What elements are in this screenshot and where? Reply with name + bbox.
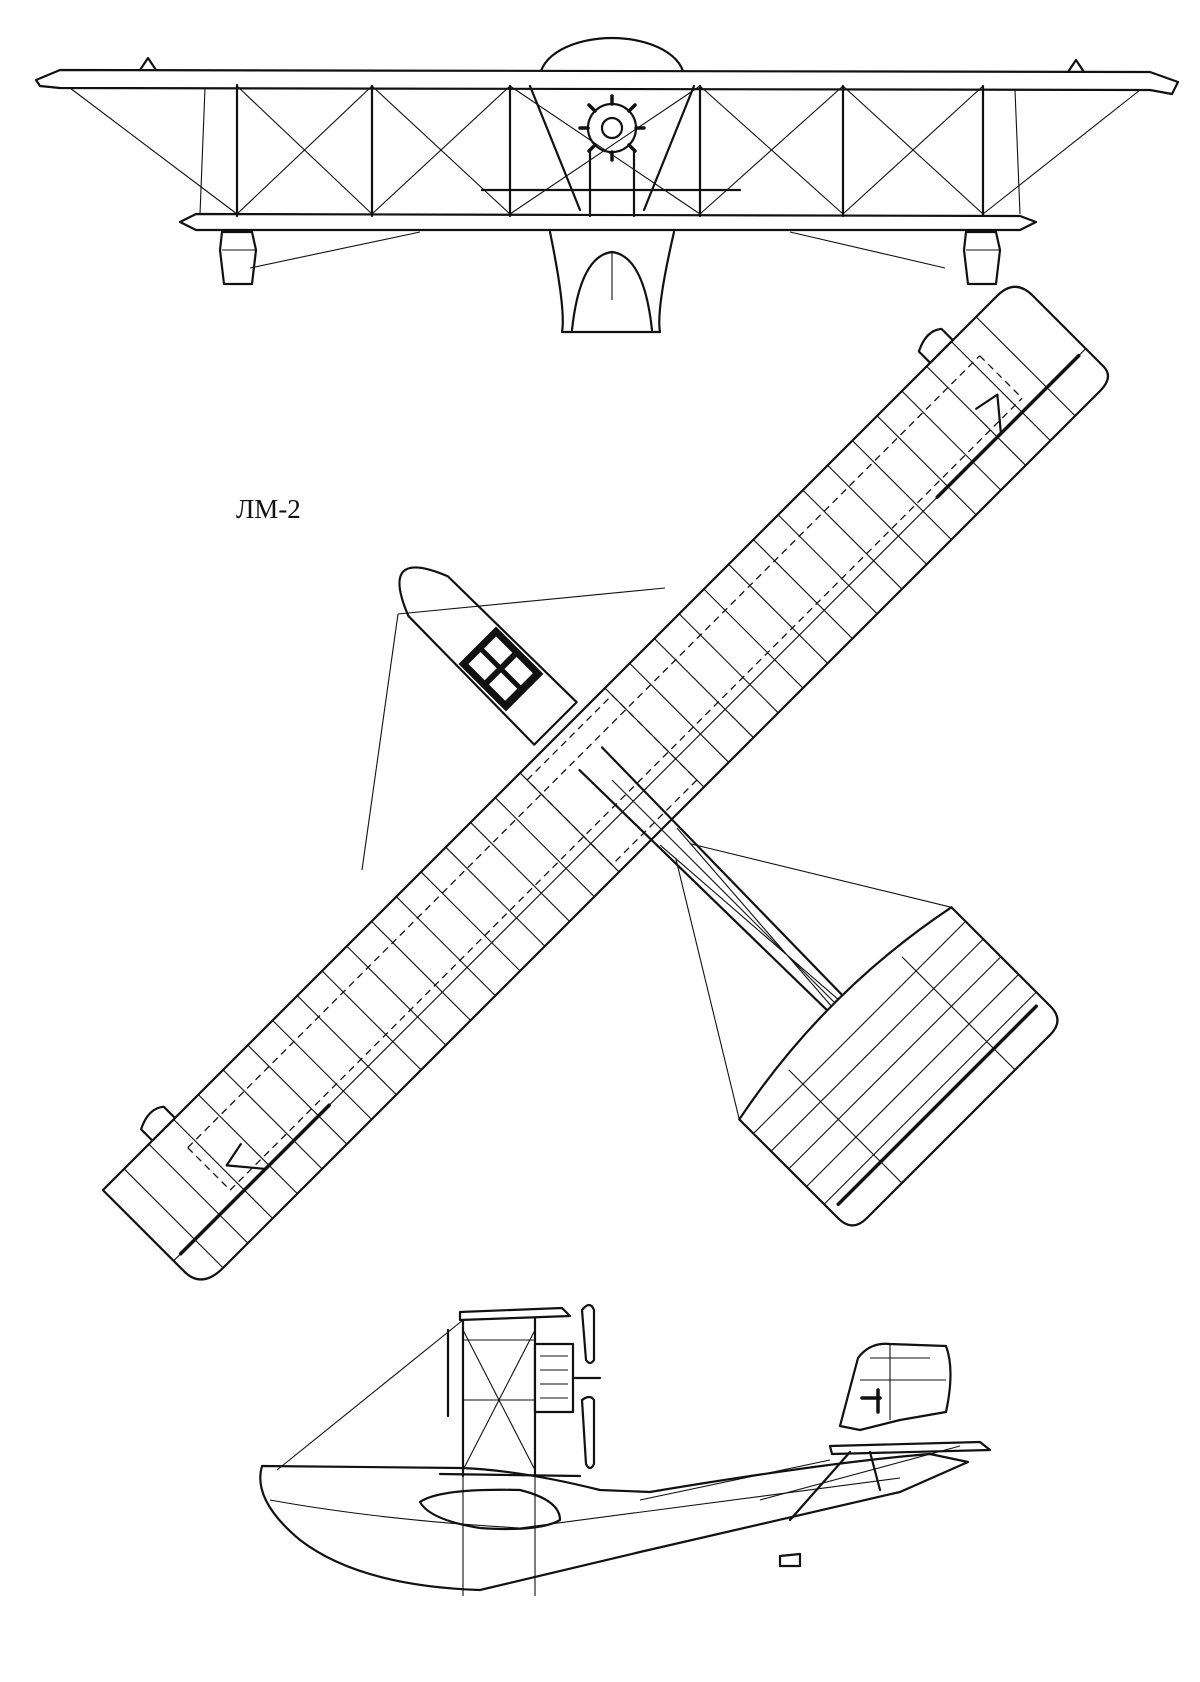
- aircraft-designation-label: ЛМ-2: [236, 494, 301, 524]
- front-view: [34, 36, 1180, 334]
- plan-view: [101, 285, 1110, 1281]
- side-view: [259, 1303, 992, 1596]
